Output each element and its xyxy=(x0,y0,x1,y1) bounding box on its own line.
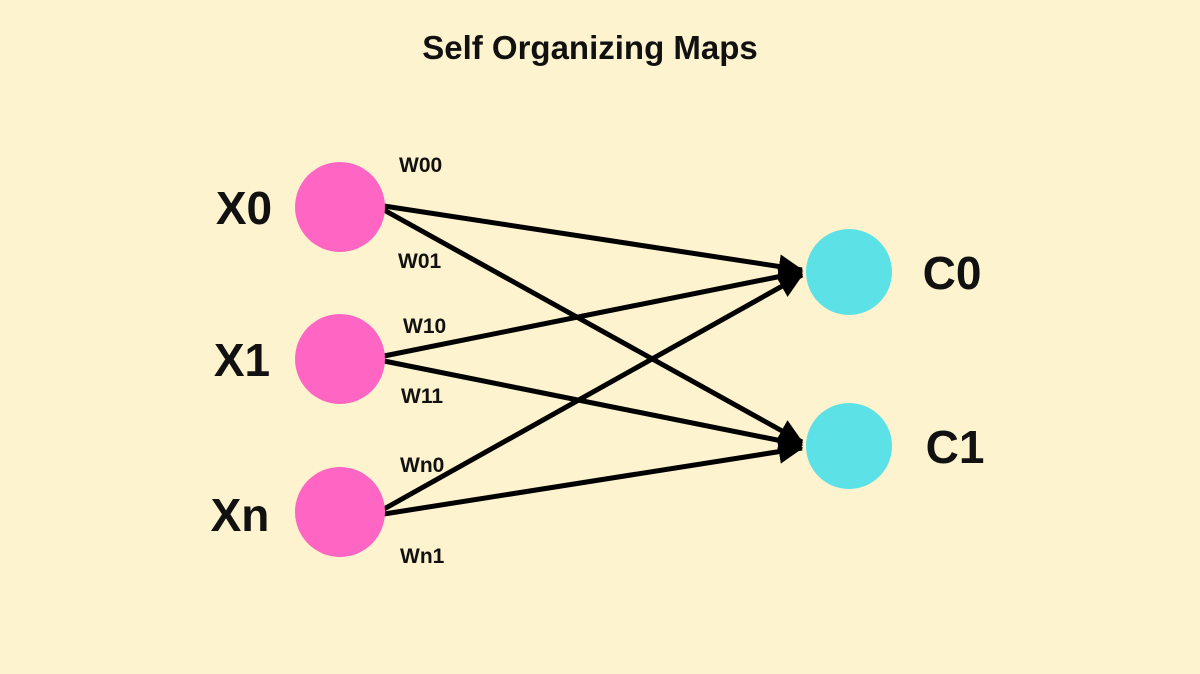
output-node-label-c1: C1 xyxy=(926,421,985,473)
input-node-x1 xyxy=(295,314,385,404)
weight-label-wn0: Wn0 xyxy=(400,454,444,477)
weight-label-w01: W01 xyxy=(398,250,442,273)
input-node-label-x0: X0 xyxy=(216,182,272,234)
input-node-xn xyxy=(295,467,385,557)
weight-label-w10: W10 xyxy=(403,315,446,338)
connection-xn-c0 xyxy=(382,272,804,512)
output-node-label-c0: C0 xyxy=(923,247,982,299)
connection-x1-c1 xyxy=(383,358,804,453)
input-node-label-x1: X1 xyxy=(214,334,270,386)
input-node-label-xn: Xn xyxy=(211,489,270,541)
diagram-title: Self Organizing Maps xyxy=(422,29,758,66)
weight-label-w00: W00 xyxy=(399,154,442,177)
weight-label-w11: W11 xyxy=(401,385,443,408)
connection-x0-c0 xyxy=(383,203,804,279)
connection-x0-c1 xyxy=(382,207,804,445)
connection-xn-c1 xyxy=(383,439,804,517)
input-node-x0 xyxy=(295,162,385,252)
output-node-c1 xyxy=(806,403,892,489)
weight-label-wn1: Wn1 xyxy=(400,545,445,568)
connection-x1-c0 xyxy=(383,264,804,359)
output-node-c0 xyxy=(806,229,892,315)
